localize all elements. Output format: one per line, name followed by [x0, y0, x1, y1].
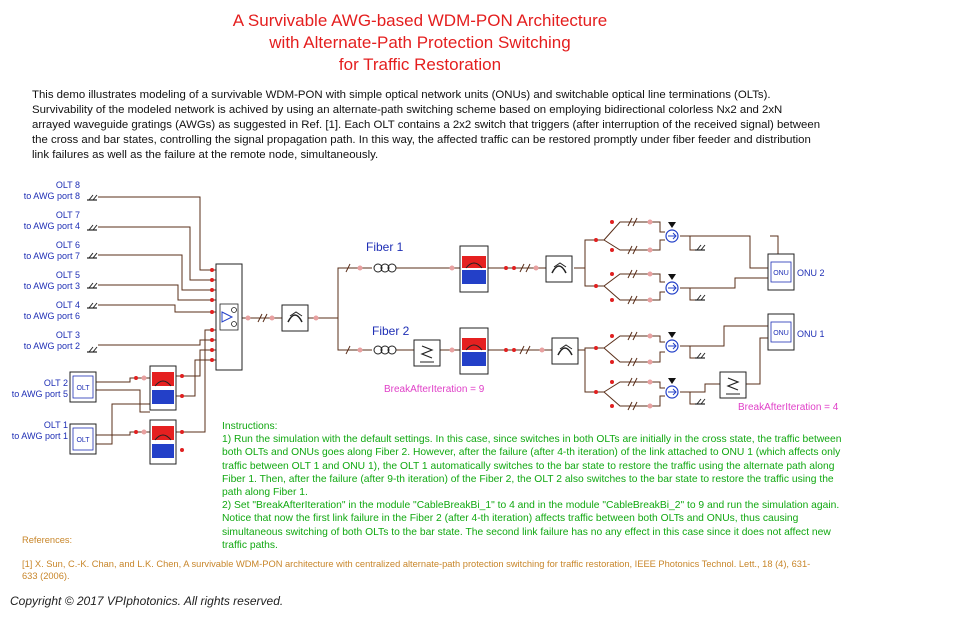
port-label-olt4-l1: OLT 4: [55, 300, 80, 310]
olt1-box[interactable]: OLT: [69, 423, 97, 455]
olt1-box-text: OLT: [76, 437, 90, 444]
olt1-label-l1: OLT 1: [43, 420, 68, 430]
receiver-circles: [665, 229, 679, 399]
olt2-label: OLT 2 to AWG port 5: [2, 378, 68, 400]
break-fiber2-label: BreakAfterIteration = 9: [384, 384, 485, 395]
port-label-olt6: OLT 6 to AWG port 7: [14, 240, 80, 262]
olt1-label-l2: to AWG port 1: [11, 431, 68, 441]
onu1-box-text: ONU: [773, 330, 789, 337]
references-heading: References:: [22, 535, 73, 545]
awg-fiber2[interactable]: [459, 327, 489, 375]
main-awg-block[interactable]: [215, 263, 243, 371]
fiber2-spool[interactable]: [373, 345, 397, 355]
awg-fiber1[interactable]: [459, 245, 489, 293]
page-title: A Survivable AWG-based WDM-PON Architect…: [120, 10, 720, 76]
title-line-1: A Survivable AWG-based WDM-PON Architect…: [232, 11, 608, 30]
port-label-olt4-l2: to AWG port 6: [23, 311, 80, 321]
main-awg-port-dots: [210, 268, 214, 362]
awg-olt2[interactable]: [149, 365, 177, 411]
reference-1: [1] X. Sun, C.-K. Chan, and L.K. Chen, A…: [22, 559, 811, 581]
olt-port-grounds: [86, 194, 98, 353]
switch-main[interactable]: [281, 304, 309, 332]
port-label-olt4: OLT 4 to AWG port 6: [14, 300, 80, 322]
port-label-olt7-l1: OLT 7: [55, 210, 80, 220]
olt2-label-l1: OLT 2: [43, 378, 68, 388]
receiver-arrows: [668, 232, 677, 396]
awg-olt1[interactable]: [149, 419, 177, 465]
right-grounds: [694, 244, 706, 405]
port-label-olt3-l2: to AWG port 2: [23, 341, 80, 351]
connector-dots-red: [134, 220, 614, 452]
instructions-step2: 2) Set "BreakAfterIteration" in the modu…: [222, 500, 840, 551]
cable-break-fiber2[interactable]: [413, 339, 441, 367]
port-label-olt5-l2: to AWG port 3: [23, 281, 80, 291]
port-label-olt8-l1: OLT 8: [55, 180, 80, 190]
copyright: Copyright © 2017 VPIphotonics. All right…: [10, 594, 284, 608]
onu2-label: ONU 2: [797, 268, 825, 278]
switch-fiber1[interactable]: [545, 255, 573, 283]
fiber1-spool[interactable]: [373, 263, 397, 273]
wiring: [96, 196, 779, 445]
onu1-box[interactable]: ONU: [767, 313, 795, 351]
fiber2-label: Fiber 2: [372, 324, 410, 338]
instructions: Instructions: 1) Run the simulation with…: [222, 420, 842, 552]
olt2-box-text: OLT: [76, 385, 90, 392]
detector-triangles: [668, 222, 676, 384]
port-label-olt5-l1: OLT 5: [55, 270, 80, 280]
onu2-box-text: ONU: [773, 270, 789, 277]
port-label-olt7-l2: to AWG port 4: [23, 221, 80, 231]
fiber1-label: Fiber 1: [366, 240, 404, 254]
olt2-label-l2: to AWG port 5: [11, 389, 68, 399]
break-onu1-label: BreakAfterIteration = 4: [738, 402, 839, 413]
bus-slash-marks: [257, 217, 638, 411]
port-label-olt6-l1: OLT 6: [55, 240, 80, 250]
references: References: [1] X. Sun, C.-K. Chan, and …: [22, 534, 822, 594]
instructions-step1: 1) Run the simulation with the default s…: [222, 434, 842, 499]
onu1-label: ONU 1: [797, 329, 825, 339]
port-label-olt6-l2: to AWG port 7: [23, 251, 80, 261]
port-label-olt8: OLT 8 to AWG port 8: [14, 180, 80, 202]
title-line-2: with Alternate-Path Protection Switching: [269, 33, 571, 52]
port-label-olt7: OLT 7 to AWG port 4: [14, 210, 80, 232]
instructions-heading: Instructions:: [222, 421, 278, 432]
port-label-olt3-l1: OLT 3: [55, 330, 80, 340]
connector-dots-pink: [141, 219, 653, 435]
port-label-olt8-l2: to AWG port 8: [23, 191, 80, 201]
intro-paragraph: This demo illustrates modeling of a surv…: [32, 89, 821, 161]
olt2-box[interactable]: OLT: [69, 371, 97, 403]
cable-break-onu1[interactable]: [719, 371, 747, 399]
port-label-olt5: OLT 5 to AWG port 3: [14, 270, 80, 292]
switch-fiber2[interactable]: [551, 337, 579, 365]
port-label-olt3: OLT 3 to AWG port 2: [14, 330, 80, 352]
title-line-3: for Traffic Restoration: [338, 55, 502, 74]
onu2-box[interactable]: ONU: [767, 253, 795, 291]
olt1-label: OLT 1 to AWG port 1: [2, 420, 68, 442]
